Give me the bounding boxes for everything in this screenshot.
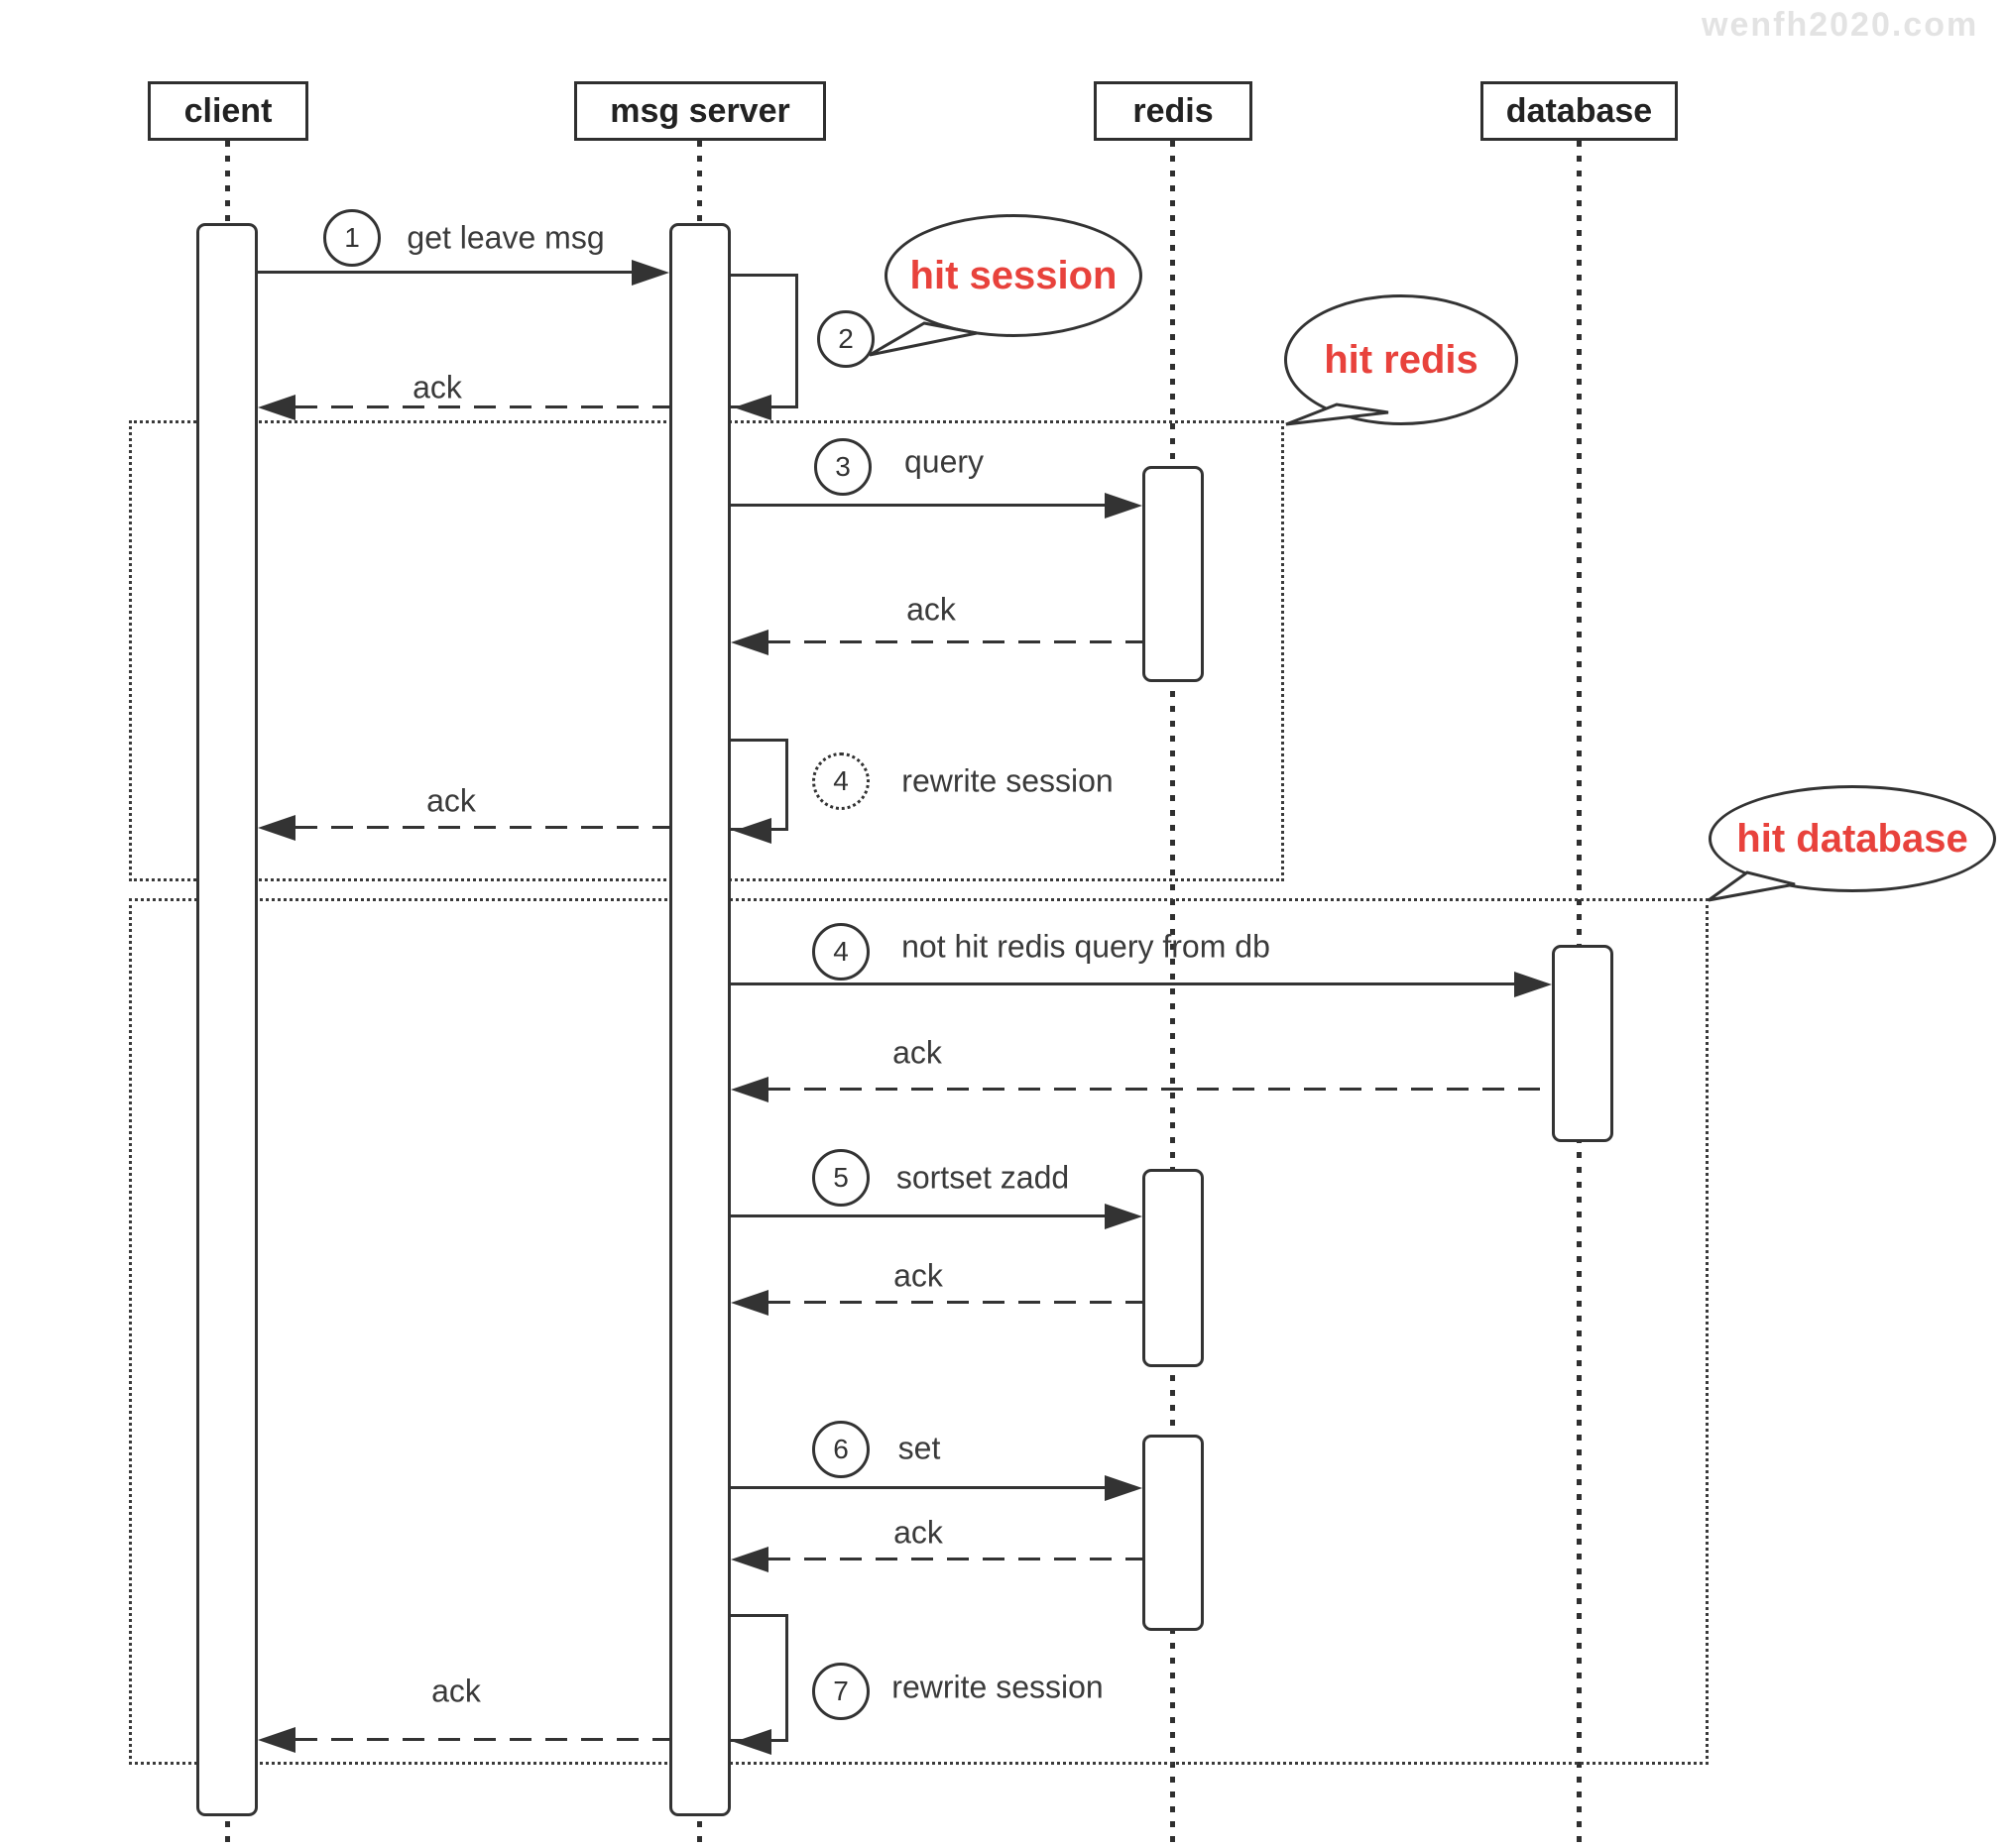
ack-6-arrowhead xyxy=(731,1547,768,1572)
bubble-hit-redis: hit redis xyxy=(1284,294,1518,425)
actor-redis: redis xyxy=(1094,81,1252,141)
ack-1-label: ack xyxy=(413,369,462,405)
selfcall-7-arrowhead xyxy=(734,1729,771,1755)
message-1-number-text: 1 xyxy=(344,222,360,253)
ack-3-label: ack xyxy=(906,591,956,628)
actor-redis-label: redis xyxy=(1132,91,1214,130)
activation-redis-2 xyxy=(1142,1169,1204,1367)
message-1-arrowhead xyxy=(632,260,669,286)
message-5-arrowhead xyxy=(1105,1204,1142,1229)
ack-1-line xyxy=(295,405,669,408)
message-4-session-number-text: 4 xyxy=(833,765,849,796)
activation-database xyxy=(1552,945,1613,1142)
message-1-number: 1 xyxy=(323,209,381,267)
ack-2-line xyxy=(295,826,669,829)
actor-client: client xyxy=(148,81,308,141)
message-4-session-label: rewrite session xyxy=(901,762,1114,799)
actor-database-label: database xyxy=(1505,91,1653,130)
message-1-label: get leave msg xyxy=(407,219,605,256)
selfcall-4-arrowhead xyxy=(734,818,771,844)
watermark: wenfh2020.com xyxy=(1702,6,1979,44)
message-6-line xyxy=(731,1486,1105,1489)
message-3-arrowhead xyxy=(1105,493,1142,519)
message-3-label: query xyxy=(903,443,985,480)
bubble-hit-session-tail xyxy=(869,321,978,357)
bubble-hit-database-text: hit database xyxy=(1736,816,1968,861)
actor-msg-server: msg server xyxy=(574,81,826,141)
message-4-db-arrowhead xyxy=(1514,972,1552,997)
ack-5-arrowhead xyxy=(731,1290,768,1316)
message-6-number-text: 6 xyxy=(833,1434,849,1464)
ack-4-arrowhead xyxy=(731,1077,768,1102)
ack-5-label: ack xyxy=(893,1257,943,1294)
message-5-number-text: 5 xyxy=(833,1162,849,1193)
message-3-number-text: 3 xyxy=(835,451,851,482)
message-5-label: sortset zadd xyxy=(895,1159,1070,1196)
message-6-number: 6 xyxy=(812,1421,870,1478)
message-4-db-number: 4 xyxy=(812,923,870,981)
message-5-line xyxy=(731,1214,1105,1217)
activation-msg-server xyxy=(669,223,731,1816)
activation-client xyxy=(196,223,258,1816)
bubble-hit-redis-tail xyxy=(1285,403,1389,426)
message-2-number: 2 xyxy=(817,310,875,368)
ack-5-line xyxy=(768,1301,1142,1304)
activation-redis-1 xyxy=(1142,466,1204,682)
message-6-arrowhead xyxy=(1105,1475,1142,1501)
bubble-hit-database: hit database xyxy=(1709,785,1996,892)
message-4-session-number: 4 xyxy=(812,752,870,810)
ack-2-arrowhead xyxy=(258,815,295,841)
message-3-number: 3 xyxy=(814,438,872,496)
selfcall-2-loop xyxy=(731,274,798,408)
activation-redis-3 xyxy=(1142,1435,1204,1631)
selfcall-7-loop xyxy=(731,1614,788,1742)
ack-6-line xyxy=(768,1558,1142,1560)
message-4-db-number-text: 4 xyxy=(833,936,849,967)
ack-7-line xyxy=(295,1738,669,1741)
message-1-line xyxy=(258,271,632,274)
ack-7-arrowhead xyxy=(258,1727,295,1753)
bubble-hit-session: hit session xyxy=(885,214,1142,337)
ack-3-arrowhead xyxy=(731,630,768,655)
message-5-number: 5 xyxy=(812,1149,870,1207)
message-3-line xyxy=(731,504,1105,507)
message-7-number: 7 xyxy=(812,1663,870,1720)
message-2-number-text: 2 xyxy=(838,323,854,354)
ack-2-label: ack xyxy=(426,782,476,819)
actor-msg-server-label: msg server xyxy=(610,91,790,130)
bubble-hit-redis-text: hit redis xyxy=(1324,337,1478,382)
message-7-label: rewrite session xyxy=(891,1669,1104,1705)
selfcall-2-arrowhead xyxy=(734,395,771,420)
ack-3-line xyxy=(768,640,1142,643)
bubble-hit-session-text: hit session xyxy=(909,253,1118,297)
bubble-hit-database-tail xyxy=(1708,870,1796,902)
message-7-number-text: 7 xyxy=(833,1675,849,1706)
ack-4-label: ack xyxy=(892,1034,942,1071)
actor-client-label: client xyxy=(183,91,273,130)
ack-7-label: ack xyxy=(431,1673,481,1709)
actor-database: database xyxy=(1480,81,1678,141)
message-4-db-label: not hit redis query from db xyxy=(901,928,1270,965)
ack-4-line xyxy=(768,1088,1552,1091)
ack-6-label: ack xyxy=(893,1514,943,1551)
message-6-label: set xyxy=(897,1430,941,1466)
fragment-frame-hit-database xyxy=(129,898,1709,1765)
message-4-db-line xyxy=(731,982,1514,985)
lifeline-redis xyxy=(1170,141,1175,1848)
ack-1-arrowhead xyxy=(258,395,295,420)
